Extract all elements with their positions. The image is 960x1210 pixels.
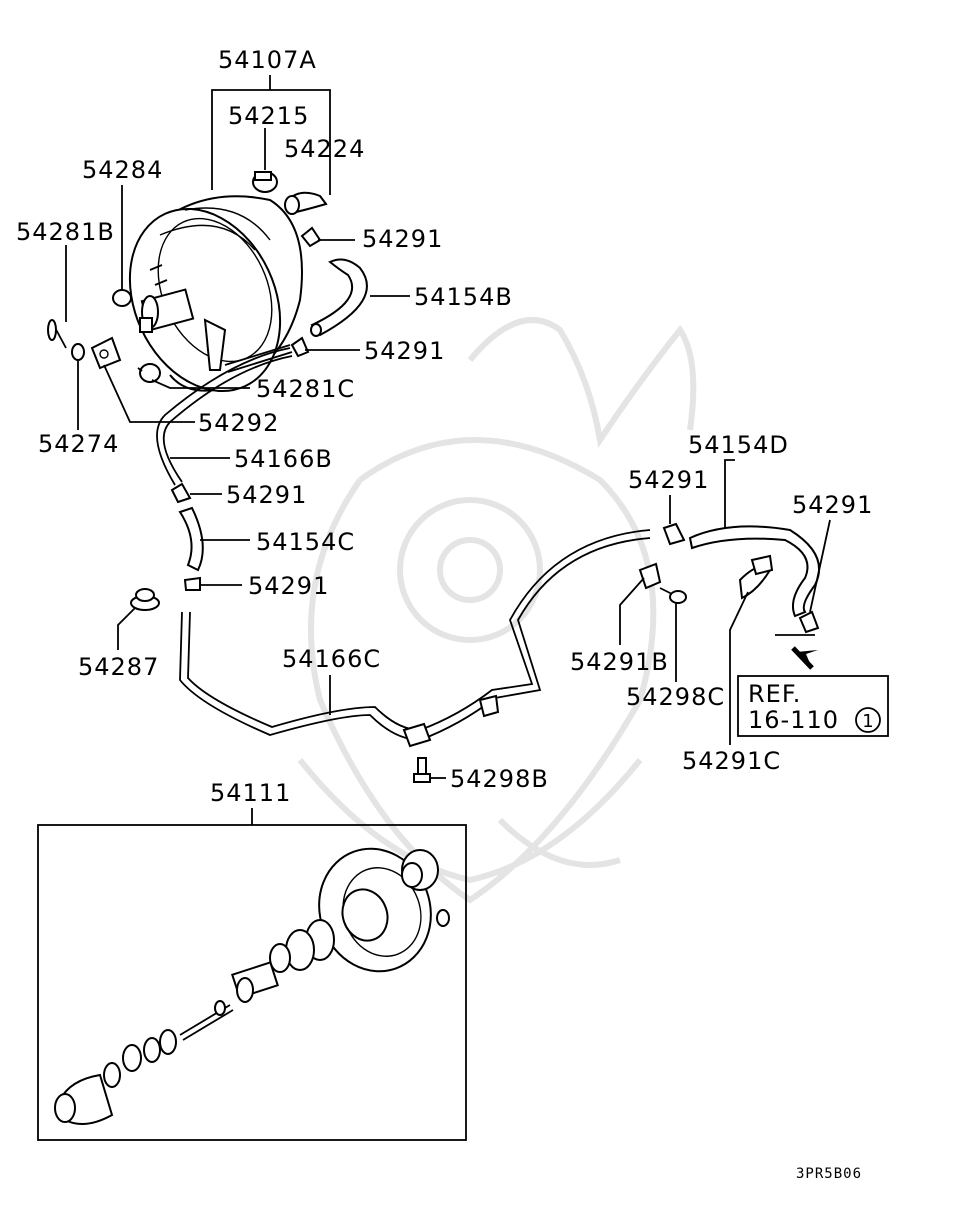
- pipe-54166C: [179, 529, 651, 748]
- label-54284: 54284: [82, 156, 163, 184]
- label-54166B: 54166B: [234, 445, 333, 473]
- label-54291B: 54291B: [570, 648, 669, 676]
- clamp-54291-right-b: [798, 610, 820, 634]
- assembly-54111-box: [37, 824, 467, 1141]
- label-54154B: 54154B: [414, 283, 513, 311]
- washer-54274: [71, 343, 85, 361]
- hose-54154D: [688, 525, 820, 618]
- clamp-54291-top: [300, 226, 322, 248]
- clip-54291C: [738, 554, 774, 600]
- label-54291-mid: 54291: [364, 337, 445, 365]
- clamp-54291-right-a: [662, 522, 686, 546]
- ref-arrow: [775, 634, 818, 670]
- bolt-54298C: [659, 587, 687, 604]
- label-54287: 54287: [78, 653, 159, 681]
- label-54281C: 54281C: [256, 375, 355, 403]
- ref-line-1: REF.: [748, 680, 801, 708]
- diagram-code: 3PR5B06: [796, 1166, 862, 1182]
- clevis-pin-54281B: [47, 319, 67, 349]
- leader-lines: [65, 75, 831, 825]
- clamp-54291-left: [170, 482, 192, 504]
- label-54281B: 54281B: [16, 218, 115, 246]
- label-54107A: 54107A: [218, 46, 317, 74]
- ref-box: REF. 16-110 1: [737, 675, 889, 737]
- hose-54154B: [310, 258, 368, 337]
- ref-circle-number: 1: [862, 711, 873, 732]
- label-54291-left: 54291: [226, 481, 307, 509]
- label-54154C: 54154C: [256, 528, 355, 556]
- clamp-54291-lower: [183, 576, 201, 591]
- label-54111: 54111: [210, 779, 291, 807]
- label-54291-right-a: 54291: [628, 466, 709, 494]
- check-valve-54215: [252, 171, 278, 193]
- ref-line-2: 16-110: [748, 706, 839, 734]
- clamp-54291-mid: [290, 336, 310, 358]
- label-54291C: 54291C: [682, 747, 781, 775]
- label-54224: 54224: [284, 135, 365, 163]
- label-54215: 54215: [228, 102, 309, 130]
- label-54291-lower: 54291: [248, 572, 329, 600]
- label-54166C: 54166C: [282, 645, 381, 673]
- bracket-54291B: [638, 562, 662, 590]
- label-54291-top: 54291: [362, 225, 443, 253]
- label-54274: 54274: [38, 430, 119, 458]
- hose-54154C: [178, 506, 204, 572]
- label-54292: 54292: [198, 409, 279, 437]
- nut-54284: [112, 289, 132, 307]
- label-54154D: 54154D: [688, 431, 789, 459]
- brake-booster-assembly: [128, 195, 303, 393]
- label-54298B: 54298B: [450, 765, 549, 793]
- label-54291-right-b: 54291: [792, 491, 873, 519]
- bolt-54298B: [413, 757, 431, 783]
- clevis-54292: [90, 336, 122, 370]
- watermark-emblem: [297, 317, 697, 904]
- label-54298C: 54298C: [626, 683, 725, 711]
- pin-54281C: [137, 363, 161, 383]
- grommet-54287: [130, 588, 160, 611]
- pipe-54166B: [156, 347, 293, 486]
- elbow-connector-54224: [284, 191, 328, 215]
